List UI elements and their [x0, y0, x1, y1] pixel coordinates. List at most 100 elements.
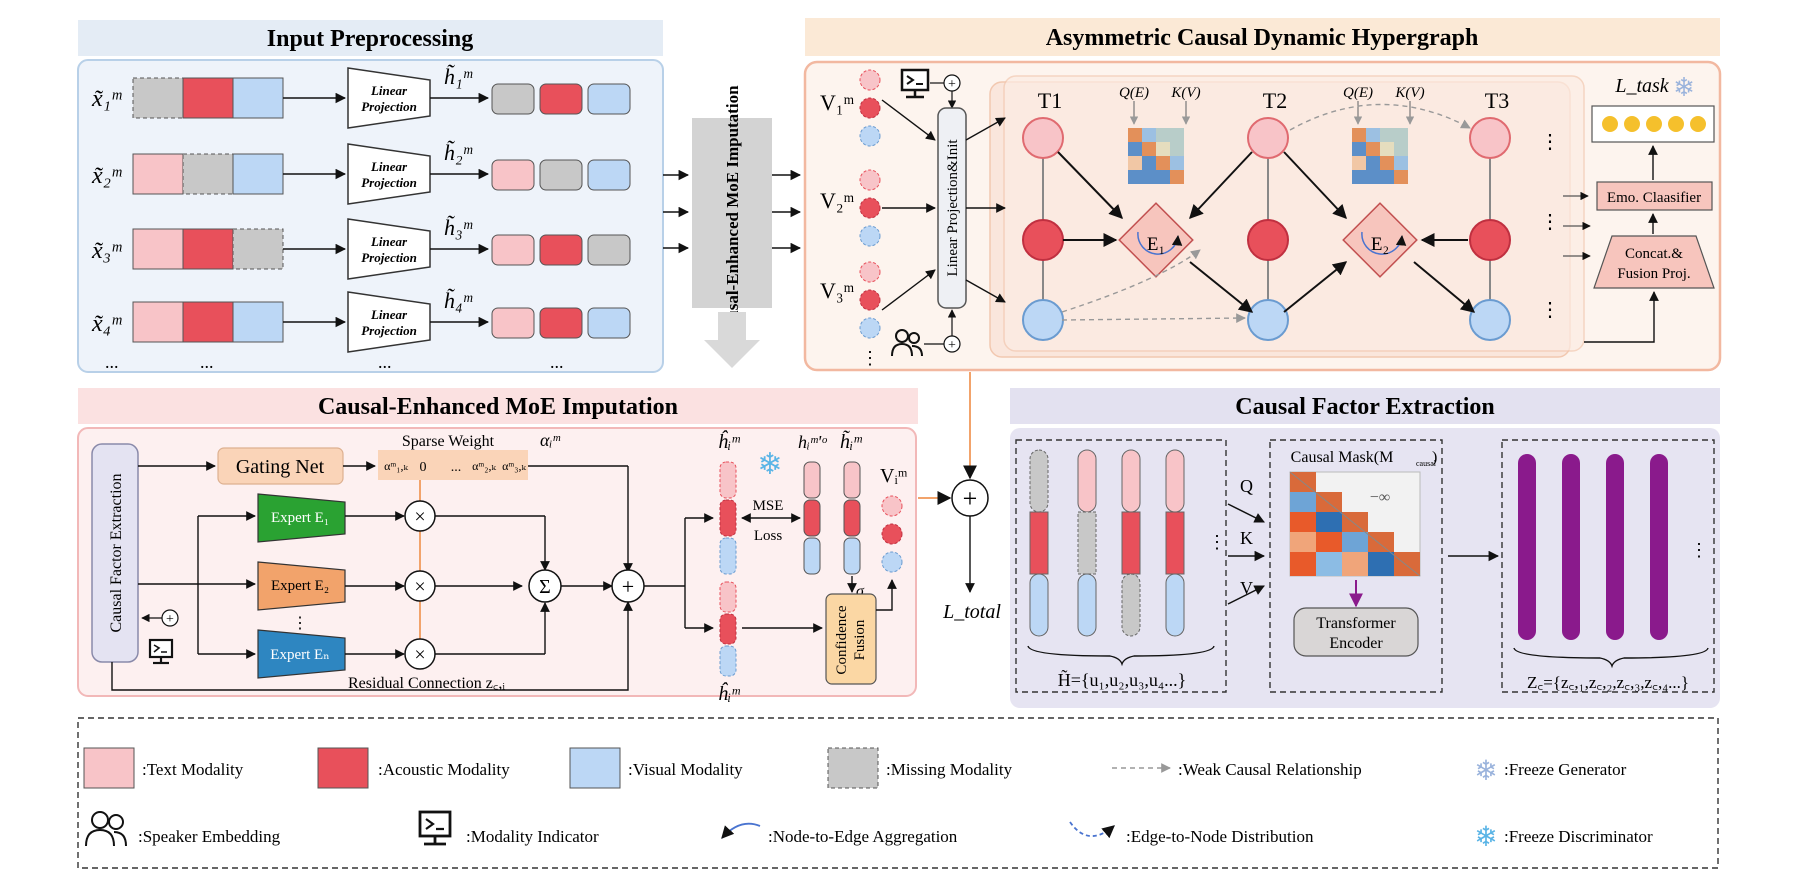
edge-to-node-arc-icon	[1069, 821, 1115, 839]
legend-freeze-disc-label: :Freeze Discriminator	[1504, 827, 1653, 846]
legend-missing-modality: :Missing Modality	[827, 747, 1013, 789]
legend-freeze-generator: ❄ :Freeze Generator	[1474, 756, 1626, 787]
sparse-weight-bar	[378, 450, 528, 480]
kv-1: K(V)	[1170, 85, 1200, 101]
expert-2	[257, 561, 346, 611]
fusion-label-1: Concat.&	[1625, 246, 1683, 262]
speaker-embedding-icon	[891, 329, 923, 357]
input-x1: x̃₁ᵐ	[91, 86, 122, 112]
legend-edge-node-label: :Edge-to-Node Distribution	[1126, 827, 1314, 846]
weight-0: αᵐ₁,ₖ	[384, 459, 408, 473]
alpha-label: αᵢᵐ	[540, 430, 561, 450]
h-o-label: hᵢᵐ'ᵒ	[798, 432, 827, 452]
legend-visual-modality: :Visual Modality	[569, 747, 743, 789]
ellipsis-3: ...	[378, 352, 392, 372]
input-row-3: x̃₃ᵐ Linear Projection h̃₃ᵐ	[91, 215, 631, 280]
cfe-vertical-label: Causal Factor Extraction	[108, 473, 125, 632]
input-row-2: x̃₂ᵐ Linear Projection h̃₂ᵐ	[91, 140, 631, 205]
h-set-label: H̃={u₁,u₂,u₃,u₄...}	[1058, 668, 1187, 690]
expert-1-label: Expert E₁	[271, 510, 329, 526]
h-1: h̃₁ᵐ	[444, 64, 473, 89]
h-tilde-column	[843, 461, 861, 575]
modality-indicator-icon-small	[148, 638, 174, 665]
svg-text:⋮: ⋮	[1540, 131, 1560, 153]
v3-label: V₃ᵐ	[820, 278, 855, 303]
legend-weak-label: :Weak Causal Relationship	[1178, 760, 1362, 779]
input-preprocessing-panel: Input Preprocessing x̃₁ᵐ Linear Projecti…	[77, 20, 664, 373]
legend-speaker-embedding: :Speaker Embedding	[85, 811, 281, 847]
t2-acoustic-node	[1247, 219, 1289, 261]
legend-missing-label: :Missing Modality	[886, 760, 1013, 779]
t2-visual-node	[1247, 299, 1289, 341]
legend-edge-to-node: :Edge-to-Node Distribution	[1069, 821, 1314, 846]
input-x2: x̃₂ᵐ	[91, 163, 122, 189]
causal-mask-matrix: −∞	[1289, 471, 1421, 577]
weight-1: 0	[420, 460, 427, 475]
hypergraph-title: Asymmetric Causal Dynamic Hypergraph	[1046, 25, 1479, 51]
freeze-discriminator-icon: ❄	[1474, 822, 1497, 853]
t1-label: T1	[1038, 88, 1062, 113]
svg-text:⋮: ⋮	[292, 615, 308, 632]
svg-text:×: ×	[414, 576, 425, 598]
fusion-proj-box	[1593, 235, 1715, 289]
svg-text:×: ×	[414, 506, 425, 528]
q-label: Q	[1240, 476, 1253, 496]
mse-label-1: MSE	[753, 498, 784, 514]
confidence-label-2: Fusion	[852, 619, 868, 660]
proj-2-a: Linear	[370, 159, 408, 174]
hyperedge-e1: E₁	[1118, 202, 1194, 278]
h-hat-column-bottom	[719, 581, 737, 677]
freeze-generator-icon-top: ❄	[1673, 73, 1695, 102]
weight-4: αᵐ₃,ₖ	[502, 459, 526, 473]
proj-4-a: Linear	[370, 307, 408, 322]
speaker-icon	[85, 811, 127, 847]
legend: :Text Modality :Acoustic Modality :Visua…	[77, 717, 1719, 869]
legend-node-edge-label: :Node-to-Edge Aggregation	[768, 827, 958, 846]
expert-1	[257, 493, 346, 543]
weight-2: ...	[451, 460, 462, 475]
ltask-label: L_task	[1614, 75, 1669, 97]
v-vdots: ⋮	[861, 348, 879, 368]
proj-4-b: Projection	[361, 323, 417, 338]
cfe-vertical-box	[91, 443, 139, 663]
input-x3: x̃₃ᵐ	[91, 238, 122, 264]
cfe-title: Causal Factor Extraction	[1235, 394, 1495, 420]
fusion-label-2: Fusion Proj.	[1617, 266, 1690, 282]
v1-label: V₁ᵐ	[820, 90, 855, 115]
transformer-label-2: Encoder	[1329, 635, 1383, 652]
h-hat-label: ĥᵢᵐ	[718, 429, 740, 453]
t3-visual-node	[1469, 299, 1511, 341]
hypergraph-panel: Asymmetric Causal Dynamic Hypergraph + V…	[803, 18, 1722, 372]
legend-weak-causal: :Weak Causal Relationship	[1112, 760, 1362, 779]
gating-label: Gating Net	[236, 456, 325, 478]
svg-text:): )	[1432, 449, 1437, 466]
ellipsis-2: ...	[200, 352, 214, 372]
v-out-label: Vᵢᵐ	[880, 465, 908, 487]
z-set-label: Z꜀={z꜀,₁,z꜀,₂,z꜀,₃,z꜀,₄...}	[1527, 673, 1689, 692]
expert-2-label: Expert E₂	[271, 578, 329, 594]
h-tilde-label: h̃ᵢᵐ	[840, 429, 862, 453]
ellipsis-1: ...	[105, 352, 119, 372]
svg-text:+: +	[963, 484, 978, 513]
legend-node-to-edge: :Node-to-Edge Aggregation	[721, 822, 958, 846]
qe-1: Q(E)	[1119, 85, 1149, 101]
input-row-4: x̃₄ᵐ Linear Projection h̃₄ᵐ	[91, 288, 631, 353]
freeze-generator-icon: ❄	[1474, 756, 1497, 787]
legend-modality-indicator-label: :Modality Indicator	[466, 827, 599, 846]
expert-n-label: Expert Eₙ	[270, 647, 329, 663]
mask-label: Causal Mask(M	[1291, 449, 1394, 466]
moe-imputation-block: Causal-Enhanced MoE Imputation	[692, 85, 772, 368]
h-hat-bottom-label: ĥᵢᵐ	[718, 681, 740, 705]
legend-freeze-gen-label: :Freeze Generator	[1504, 760, 1627, 779]
e1-label: E₁	[1147, 234, 1165, 255]
t3-acoustic-node	[1469, 219, 1511, 261]
v-out-column	[881, 495, 903, 573]
v2-label: V₂ᵐ	[820, 188, 855, 213]
node-to-edge-arc-icon	[721, 822, 761, 839]
svg-text:+: +	[948, 77, 956, 92]
expert-n	[257, 629, 346, 679]
proj-3-b: Projection	[361, 250, 417, 265]
neg-inf-label: −∞	[1370, 489, 1390, 506]
modality-indicator-icon	[900, 68, 930, 99]
